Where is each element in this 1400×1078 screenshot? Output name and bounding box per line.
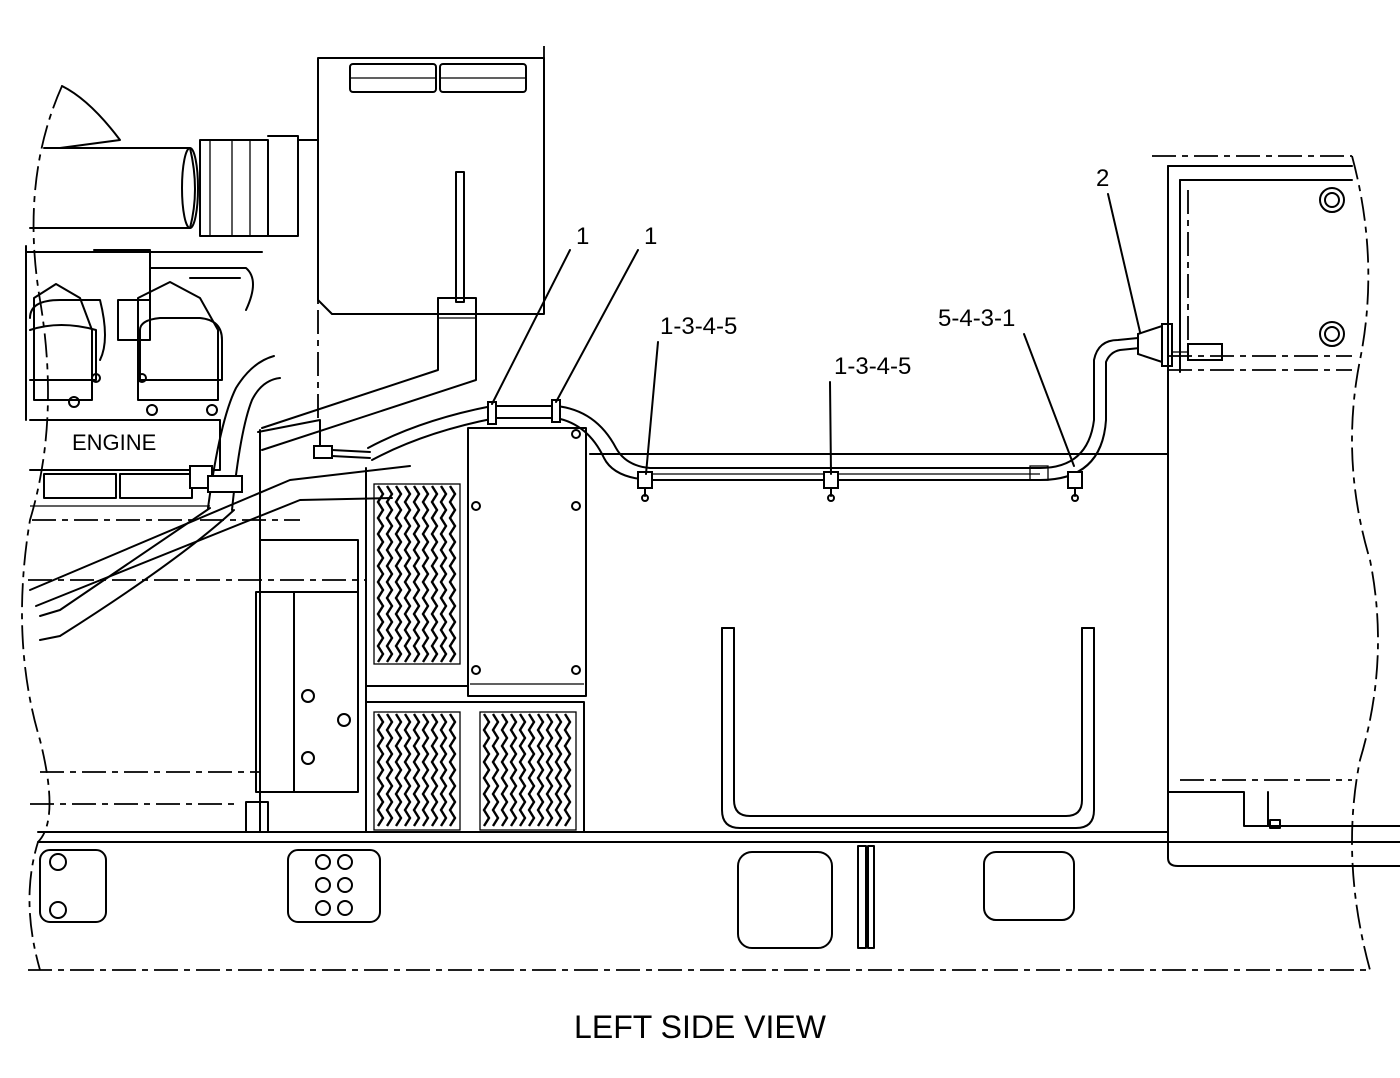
air-duct-housing bbox=[28, 46, 545, 833]
callout-clip-c: 5-4-3-1 bbox=[938, 305, 1015, 332]
callout-1a: 1 bbox=[576, 223, 589, 250]
callout-clip-a: 1-3-4-5 bbox=[660, 313, 737, 340]
base-frame-rail bbox=[28, 791, 1400, 971]
callout-clip-b: 1-3-4-5 bbox=[834, 353, 911, 380]
view-title: LEFT SIDE VIEW bbox=[574, 1009, 827, 1045]
fuel-tank-outline bbox=[589, 155, 1353, 829]
leader-lines bbox=[491, 193, 1141, 475]
wiring-harness bbox=[313, 323, 1223, 502]
callout-1b: 1 bbox=[644, 223, 657, 250]
radiator-grille bbox=[373, 483, 577, 831]
cover-plate bbox=[365, 427, 587, 833]
engine-assembly bbox=[25, 85, 319, 641]
engine-label: ENGINE bbox=[72, 430, 156, 455]
callout-2: 2 bbox=[1096, 165, 1109, 192]
break-lines bbox=[21, 85, 1379, 971]
